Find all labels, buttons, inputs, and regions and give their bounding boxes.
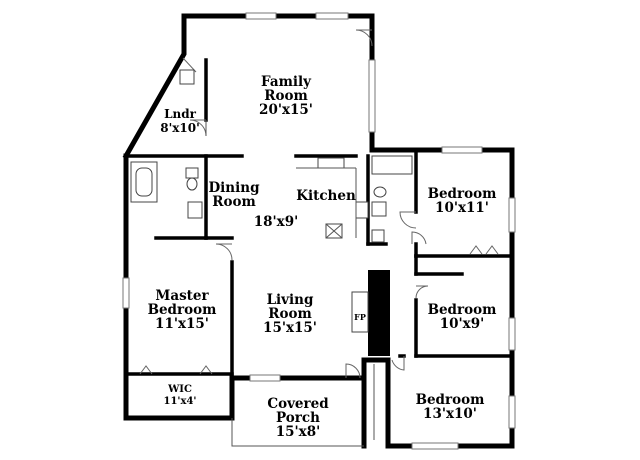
interior-walls — [124, 58, 514, 440]
family-room-name-1: Family — [261, 74, 312, 90]
wic-name: WIC — [167, 384, 192, 395]
master-size: 11'x15' — [155, 316, 209, 332]
windows — [122, 12, 516, 450]
bedroom-1-name: Bedroom — [428, 186, 497, 202]
bedroom-1-size: 10'x11' — [435, 200, 489, 216]
porch-name-2: Porch — [276, 410, 320, 426]
dining-room-name-1: Dining — [208, 180, 260, 196]
family-room-size: 20'x15' — [259, 102, 313, 118]
room-labels: Family Room 20'x15' Lndr 8'x10' Dining R… — [148, 74, 497, 440]
laundry-size: 8'x10' — [160, 121, 200, 135]
living-room-name-1: Living — [267, 292, 314, 308]
master-name-2: Bedroom — [148, 302, 217, 318]
dining-kitchen-size: 18'x9' — [254, 214, 299, 230]
family-room-name-2: Room — [264, 88, 308, 104]
living-room-name-2: Room — [268, 306, 312, 322]
fireplace-label: FP — [354, 312, 366, 322]
laundry-name: Lndr — [164, 107, 197, 121]
master-name-1: Master — [155, 288, 209, 304]
porch-size: 15'x8' — [276, 424, 321, 440]
bedroom-3-size: 13'x10' — [423, 406, 477, 422]
bedroom-2-size: 10'x9' — [440, 316, 485, 332]
wic-size: 11'x4' — [164, 396, 197, 407]
living-room-size: 15'x15' — [263, 320, 317, 336]
dining-room-name-2: Room — [212, 194, 256, 210]
fixtures — [130, 69, 413, 447]
bedroom-3-name: Bedroom — [416, 392, 485, 408]
kitchen-name: Kitchen — [296, 188, 356, 204]
porch-name-1: Covered — [267, 396, 329, 412]
bedroom-2-name: Bedroom — [428, 302, 497, 318]
